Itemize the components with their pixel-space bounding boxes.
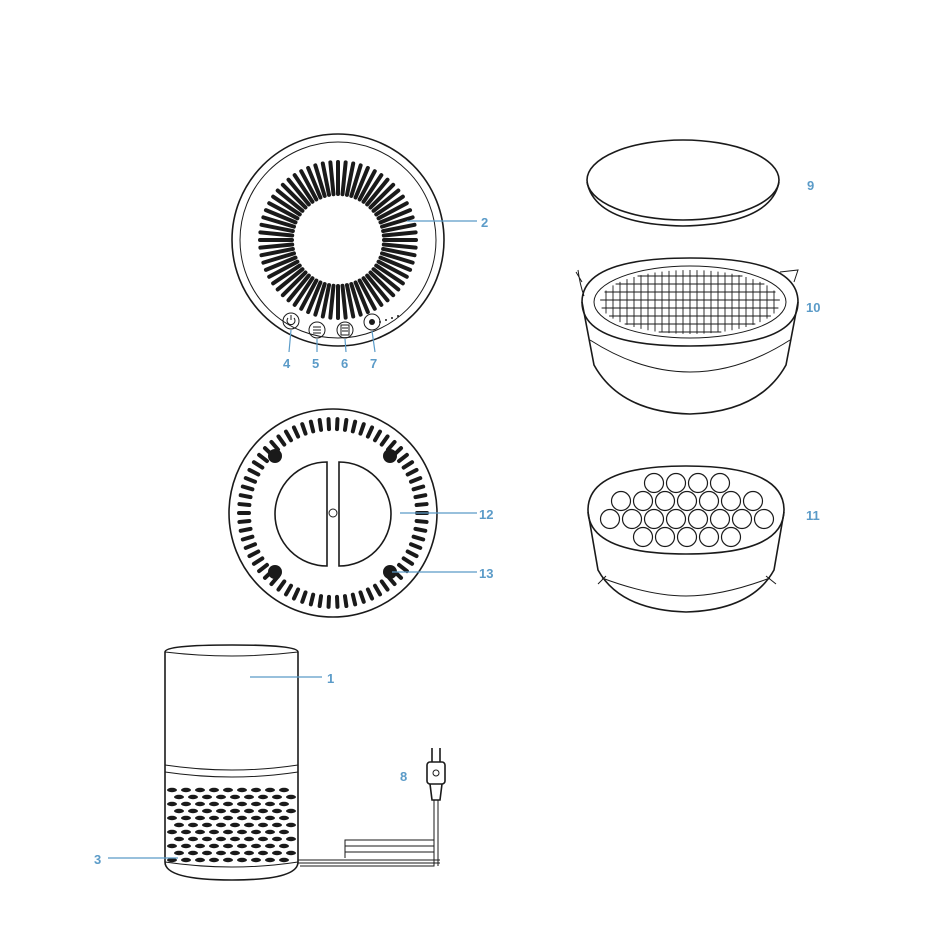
carbon-pellet-cells [601, 474, 774, 547]
callout-3: 3 [94, 852, 101, 867]
hepa-filter [576, 258, 798, 414]
power-icon[interactable] [283, 313, 299, 329]
callout-8: 8 [400, 769, 407, 784]
callout-10: 10 [806, 300, 820, 315]
top-air-outlet-grille [260, 162, 416, 318]
rubber-foot [383, 449, 397, 463]
callout-9: 9 [807, 178, 814, 193]
callout-2: 2 [481, 215, 488, 230]
top-view-unit [232, 134, 444, 346]
filter-mesh-grid [600, 270, 780, 334]
leader-6 [345, 339, 346, 352]
callout-11: 11 [806, 508, 820, 523]
callout-13: 13 [479, 566, 493, 581]
callout-1: 1 [327, 671, 334, 686]
callout-5: 5 [312, 356, 319, 371]
callout-12: 12 [479, 507, 493, 522]
base-vent-ring [239, 419, 427, 607]
rubber-foot [268, 449, 282, 463]
front-view-unit [165, 645, 298, 880]
timer-icon[interactable] [337, 322, 353, 338]
leader-7 [372, 331, 375, 352]
callout-4: 4 [283, 356, 291, 371]
callout-7: 7 [370, 356, 377, 371]
pre-filter-pad [587, 140, 779, 226]
carbon-filter [588, 466, 784, 612]
callout-6: 6 [341, 356, 348, 371]
air-inlet-slots [167, 788, 296, 862]
rubber-foot [268, 565, 282, 579]
power-cord [298, 748, 445, 866]
plug-icon [427, 748, 445, 800]
